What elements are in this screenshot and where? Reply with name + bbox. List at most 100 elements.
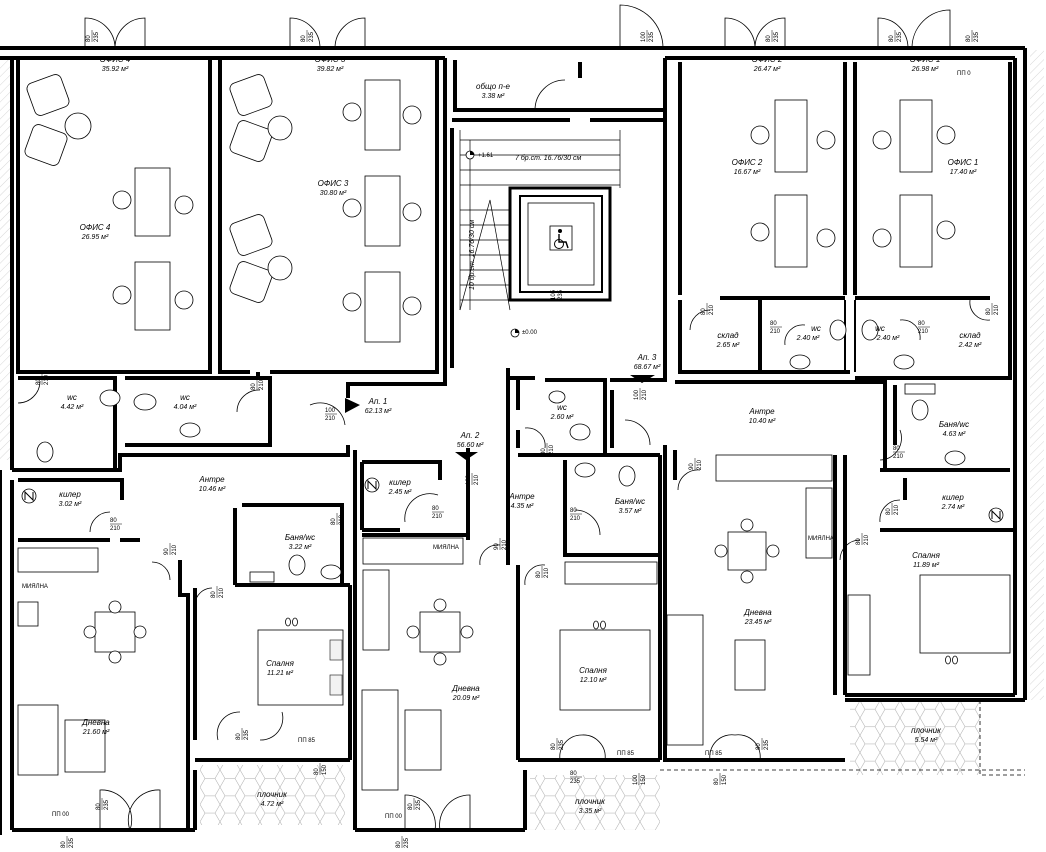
dim-height: 210 [994,304,1000,315]
dim-width: 80 [856,538,862,545]
dim-height: 235 [94,31,100,42]
paving-2 [530,775,660,830]
dim-height: 150 [641,774,647,785]
svg-text:склад: склад [959,331,981,340]
dim-width: 80 [714,778,720,785]
dim-height: 210 [697,459,703,470]
paving-3 [850,702,980,775]
room-name: ОФИС 1 [910,55,941,64]
svg-text:wc: wc [557,403,567,412]
svg-text:105: 105 [551,289,557,300]
dim-height: 235 [309,31,315,42]
svg-text:wc: wc [67,393,77,402]
dim-width: 90 [164,548,170,555]
room-area: 17.40 м² [950,169,977,176]
room-labels: ОФИС 4 35.92 м² ОФИС 4 26.95 м² ОФИС 3 3… [59,55,982,815]
dim-width: 80 [432,506,439,512]
dim-width: 100 [325,408,336,414]
dim-height: 235 [764,739,770,750]
svg-text:ПП 85: ПП 85 [617,751,635,757]
svg-text:5.54 м²: 5.54 м² [915,737,938,744]
dim-width: 80 [251,383,257,390]
orientation-icons [21,477,1004,523]
dim-width: 80 [301,35,307,42]
level-marker-bottom: ±0.00 [510,328,538,338]
dim-height: 235 [974,31,980,42]
room-name: ОФИС 4 [80,223,111,232]
dim-height: 210 [864,534,870,545]
apartment-walls [12,368,1015,830]
dim-width: 80 [536,571,542,578]
dim-height: 210 [259,379,265,390]
dim-height: 210 [325,416,336,422]
dim-height: 210 [432,514,443,520]
svg-text:килер: килер [389,478,411,487]
svg-text:Дневна: Дневна [81,718,110,727]
dim-width: 80 [396,841,402,848]
svg-text:Антре: Антре [748,407,775,416]
dim-width: 80 [766,35,772,42]
apartment-name: Ап. 2 [460,431,480,440]
dim-width: 100 [633,774,639,785]
dim-width: 80 [61,841,67,848]
svg-text:Баня/wc: Баня/wc [615,497,645,506]
svg-text:2.45 м²: 2.45 м² [388,489,412,496]
svg-text:10.40 м²: 10.40 м² [749,418,776,425]
dim-width: 90 [689,463,695,470]
stair-lower-label: 10 бр.ст. 16.76/30 см [468,220,476,290]
dim-width: 80 [570,508,577,514]
svg-text:Баня/wc: Баня/wc [285,533,315,542]
dim-width: 80 [331,518,337,525]
dim-width: 80 [918,321,925,327]
dim-width: 80 [551,743,557,750]
svg-text:4.42 м²: 4.42 м² [61,404,84,411]
room-name: ОФИС 3 [318,179,349,188]
svg-text:ПП 00: ПП 00 [385,814,403,820]
svg-text:МИЯЛНА: МИЯЛНА [808,536,834,542]
svg-text:±0.00: ±0.00 [522,330,538,336]
dim-width: 80 [110,518,117,524]
room-name: общо п-е [476,82,510,91]
stair-upper-label: 7 бр.ст. 16.76/30 см [515,154,581,162]
svg-text:плочник: плочник [257,790,288,799]
svg-text:4.63 м²: 4.63 м² [943,431,966,438]
dim-height: 235 [774,31,780,42]
svg-text:235: 235 [558,289,564,300]
dim-width: 100 [641,31,647,42]
svg-text:21.60 м²: 21.60 м² [82,729,110,736]
dim-width: 80 [408,803,414,810]
dim-height: 235 [69,837,75,848]
dim-width: 100 [466,474,472,485]
paving-areas [0,50,1044,830]
svg-text:килер: килер [942,493,964,502]
dim-width: 80 [886,508,892,515]
dim-width: 80 [541,448,547,455]
arrow-icon [630,375,655,383]
svg-text:11.21 м²: 11.21 м² [267,670,294,677]
svg-text:23.45 м²: 23.45 м² [744,619,772,626]
dim-width: 80 [756,743,762,750]
compass-icon [364,477,380,493]
room-name: ОФИС 3 [315,55,346,64]
room-name: ОФИС 2 [752,55,783,64]
svg-text:4.72 м²: 4.72 м² [261,801,284,808]
room-area: 26.95 м² [81,234,109,241]
svg-text:Антре: Антре [198,475,225,484]
room-name: ОФИС 2 [732,158,763,167]
wheelchair-icon [549,225,573,251]
